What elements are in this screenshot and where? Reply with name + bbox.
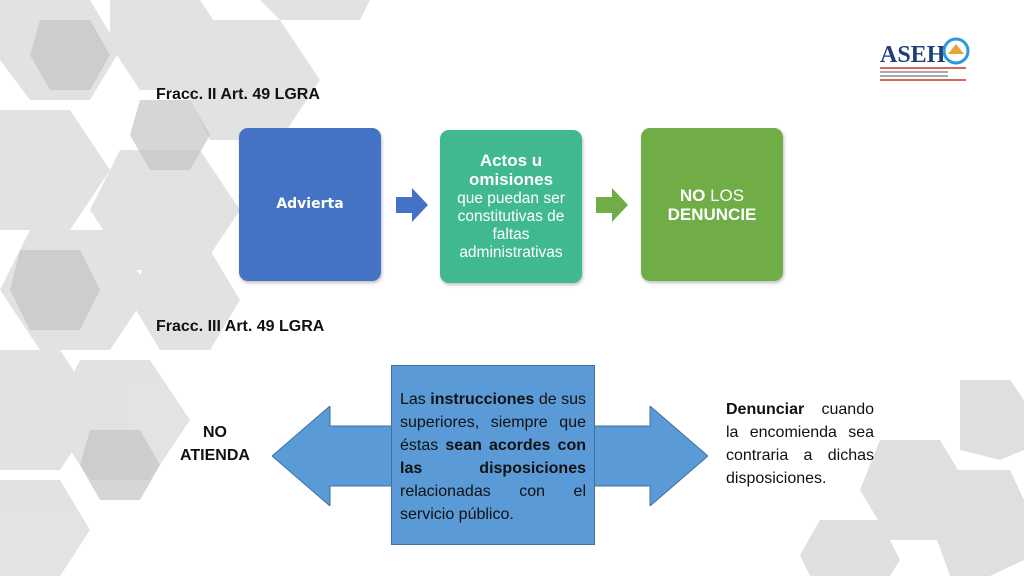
no-atienda-label: NO ATIENDA [180, 424, 250, 464]
box-los-text: LOS [710, 185, 745, 205]
logo-graphic: ASEH [880, 37, 970, 81]
arrow-right-1 [396, 188, 428, 222]
denunciar-bold: Denunciar [726, 401, 805, 418]
instructions-bold-2: sean acordes con las disposiciones [400, 437, 586, 477]
box-no-bold: NO [679, 185, 706, 205]
instructions-text-3: relacionadas con el servicio público. [400, 483, 586, 523]
box-actos-omisiones: Actos u omisiones que puedan ser constit… [440, 130, 582, 283]
box-denuncie-bold: DENUNCIE [667, 204, 757, 224]
box-advierta: Advierta [239, 128, 381, 281]
section2-heading: Fracc. III Art. 49 LGRA [156, 318, 325, 335]
instructions-bold-1: instrucciones [430, 391, 535, 408]
aseh-logo: ASEH [878, 36, 970, 90]
denunciar-rest: cuando la encomienda sea contraria a dic… [726, 401, 874, 487]
box-actos-bold: Actos u omisiones [468, 150, 554, 189]
instructions-text-2: de sus superiores, siempre que éstas [400, 391, 587, 454]
denunciar-text: Denunciar cuando la encomienda sea contr… [726, 398, 874, 490]
box-advierta-label: Advierta [276, 195, 344, 212]
box-no-los-denuncie: NO LOS DENUNCIE [641, 128, 783, 281]
section1-heading: Fracc. II Art. 49 LGRA [156, 86, 320, 103]
svg-text:ASEH: ASEH [880, 42, 946, 68]
instructions-box: Las instrucciones de sus superiores, sie… [391, 365, 595, 545]
arrow-right-2 [596, 188, 628, 222]
box-actos-text: que puedan ser constitutivas de faltas a… [457, 189, 565, 261]
instructions-text-1: Las [400, 391, 426, 408]
